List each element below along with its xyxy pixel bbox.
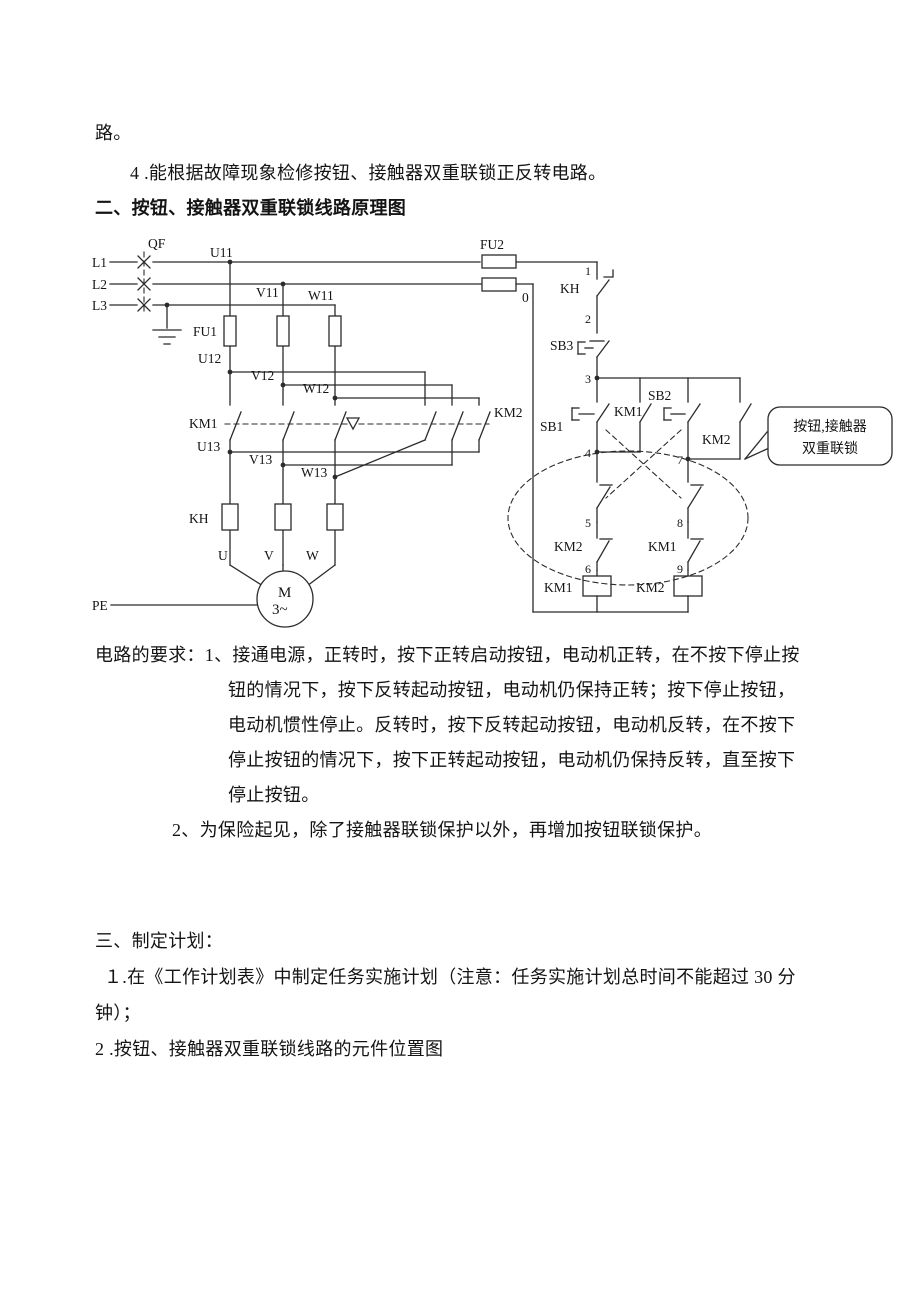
- label-u12: U12: [198, 351, 221, 366]
- fu1-fuse-icon: [276, 315, 290, 347]
- node-1: 1: [585, 264, 591, 278]
- button-interlock-contacts: [596, 429, 704, 523]
- motor-symbol: [229, 564, 336, 628]
- label-sb1: SB1: [540, 419, 563, 434]
- km1-main-contacts-icon: [224, 411, 490, 441]
- km1-coil-icon: [582, 569, 612, 613]
- section-heading-3: 三、制定计划：: [95, 931, 224, 951]
- node-3: 3: [585, 372, 591, 386]
- sb1-start-button-icon: [571, 377, 610, 423]
- list-item-4: 4 .能根据故障现象检修按钮、接触器双重联锁正反转电路。: [130, 163, 607, 183]
- circuit-diagram: 按钮,接触器 双重联锁 L1 L2 L3 QF FU2 0 U11 V11 W1…: [92, 236, 893, 628]
- sb2-start-button-icon: [663, 377, 701, 423]
- requirements-line-6: 2、为保险起见，除了接触器联锁保护以外，再增加按钮联锁保护。: [172, 820, 712, 840]
- label-kh-main: KH: [189, 511, 209, 526]
- interlock-ellipse: [507, 450, 749, 586]
- kh-element-icon: [221, 503, 239, 531]
- requirements-line-1: 电路的要求：1、接通电源，正转时，按下正转启动按钮，电动机正转，在不按下停止按: [95, 645, 800, 665]
- label-u: U: [218, 548, 228, 563]
- label-fu2: FU2: [480, 237, 504, 252]
- label-w: W: [306, 548, 319, 563]
- main-circuit: [110, 259, 491, 628]
- label-w13: W13: [301, 465, 327, 480]
- km2-nc-interlock-icon: [596, 521, 613, 571]
- label-sb3: SB3: [550, 338, 574, 353]
- label-w11: W11: [308, 288, 334, 303]
- diagram-labels: L1 L2 L3 QF FU2 0 U11 V11 W11 FU1 U12 V1…: [92, 236, 731, 618]
- label-v13: V13: [249, 452, 272, 467]
- label-l2: L2: [92, 277, 107, 292]
- label-l3: L3: [92, 298, 107, 313]
- label-v11: V11: [256, 285, 279, 300]
- label-km2-coil: KM2: [636, 580, 665, 595]
- label-qf: QF: [148, 236, 166, 251]
- section-heading-2: 二、按钮、接触器双重联锁线路原理图: [95, 198, 407, 218]
- plan-item-1-line-2: 钟）；: [95, 1003, 141, 1023]
- plan-item-2: 2 .按钮、接触器双重联锁线路的元件位置图: [95, 1039, 444, 1059]
- kh-element-icon: [326, 503, 344, 531]
- fu2-fuses: [481, 254, 598, 613]
- label-km1-aux: KM1: [614, 404, 643, 419]
- label-zero: 0: [522, 290, 529, 305]
- label-km2-aux: KM2: [702, 432, 731, 447]
- label-kh-ctl: KH: [560, 281, 580, 296]
- node-9: 9: [677, 562, 683, 576]
- node-2: 2: [585, 312, 591, 326]
- interlock-callout: 按钮,接触器 双重联锁: [744, 406, 893, 466]
- km2-aux-contact-icon: [687, 377, 752, 460]
- qf-breaker-icon: [137, 251, 151, 314]
- label-km1-main: KM1: [189, 416, 218, 431]
- node-6: 6: [585, 562, 591, 576]
- linkage-triangle-icon: [345, 417, 361, 431]
- paragraph-fragment: 路。: [95, 123, 132, 143]
- km2-coil-icon: [673, 569, 703, 613]
- control-circuit: 按钮,接触器 双重联锁: [507, 261, 893, 613]
- node-4: 4: [585, 446, 591, 460]
- power-supply-lines: [109, 251, 483, 345]
- callout-text-line2: 双重联锁: [802, 441, 858, 457]
- node-8: 8: [677, 516, 683, 530]
- label-u13: U13: [197, 439, 220, 454]
- label-u11: U11: [210, 245, 233, 260]
- node-7: 7: [677, 453, 683, 467]
- km2-main-contacts-icon: [424, 411, 491, 441]
- requirements-line-4: 停止按钮的情况下，按下正转起动按钮，电动机仍保持反转，直至按下: [228, 750, 796, 770]
- label-w12: W12: [303, 381, 329, 396]
- requirements-line-5: 停止按钮。: [228, 785, 320, 805]
- km1-nc-interlock-icon: [687, 521, 704, 571]
- kh-nc-contact-icon: [596, 269, 614, 297]
- node-5: 5: [585, 516, 591, 530]
- fu1-fuse-icon: [223, 315, 237, 347]
- kh-element-icon: [274, 503, 292, 531]
- phase-swap-links: [227, 439, 480, 480]
- label-motor-3ph: 3~: [272, 602, 288, 618]
- plan-item-1-line-1: １.在《工作计划表》中制定任务实施计划（注意：任务实施计划总时间不能超过 30 …: [104, 967, 796, 987]
- requirements-line-2: 钮的情况下，按下反转起动按钮，电动机仍保持正转；按下停止按钮，: [228, 680, 796, 700]
- label-km2-main: KM2: [494, 405, 523, 420]
- label-km2-interlock: KM2: [554, 539, 583, 554]
- callout-text-line1: 按钮,接触器: [793, 418, 867, 435]
- label-km1-coil: KM1: [544, 580, 573, 595]
- requirements-line-3: 电动机惯性停止。反转时，按下反转起动按钮，电动机反转，在不按下: [228, 715, 796, 735]
- sb3-stop-button-icon: [577, 340, 610, 358]
- label-motor-m: M: [278, 585, 291, 601]
- label-km1-interlock: KM1: [648, 539, 677, 554]
- label-fu1: FU1: [193, 324, 217, 339]
- label-sb2: SB2: [648, 388, 671, 403]
- label-l1: L1: [92, 255, 107, 270]
- label-pe: PE: [92, 598, 108, 613]
- label-v12: V12: [251, 368, 274, 383]
- fu1-fuse-icon: [328, 315, 342, 347]
- earth-symbol-icon: [152, 302, 182, 345]
- label-v: V: [264, 548, 274, 563]
